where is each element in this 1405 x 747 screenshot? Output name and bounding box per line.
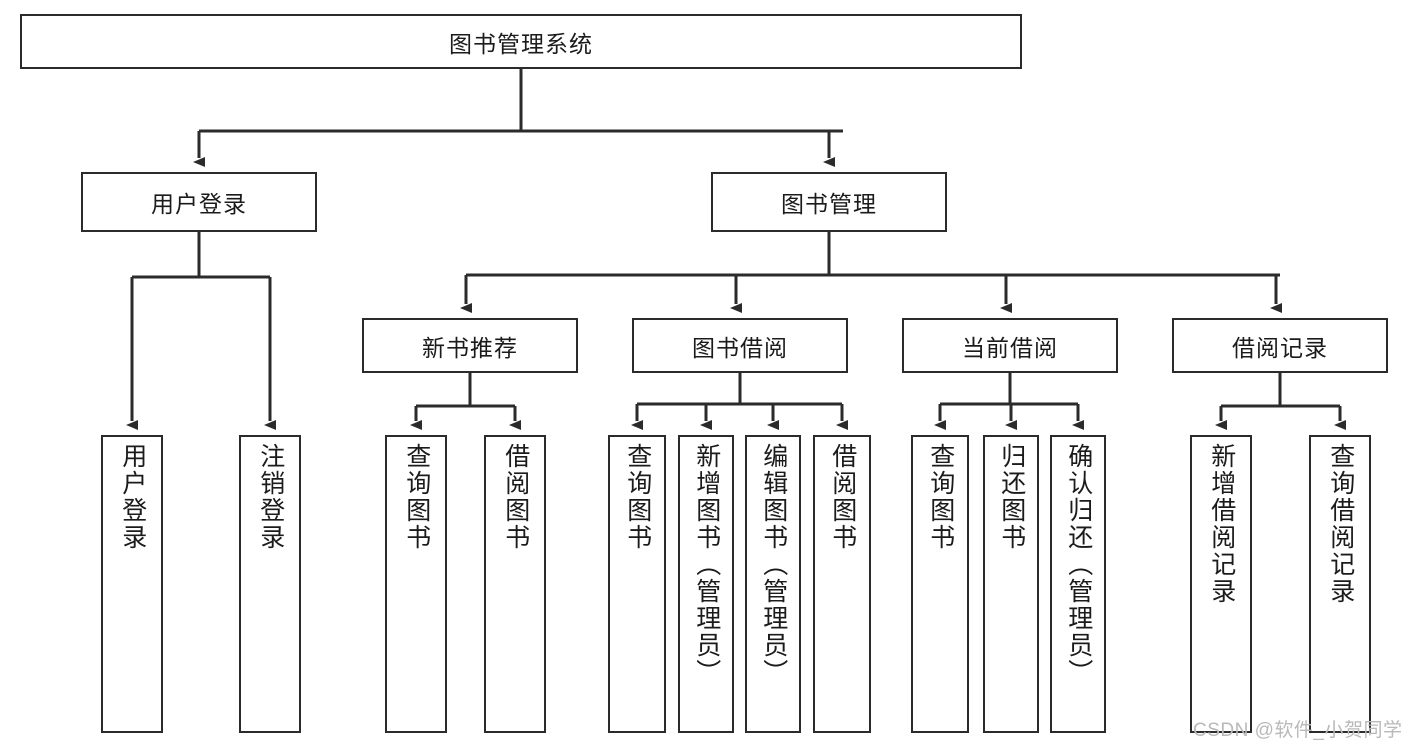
node-book-borrow-label: 图书借阅	[692, 334, 788, 361]
leaf-edit-book-admin-label: 编辑图书（管理员）	[759, 443, 788, 686]
node-user-login[interactable]: 用户登录	[81, 172, 317, 232]
leaf-borrow-book-label: 借阅图书	[828, 443, 857, 551]
node-current-borrow[interactable]: 当前借阅	[902, 318, 1118, 373]
node-root[interactable]: 图书管理系统	[20, 14, 1022, 69]
node-new-book-recommend-label: 新书推荐	[422, 334, 518, 361]
node-new-book-recommend[interactable]: 新书推荐	[362, 318, 578, 373]
leaf-query-borrow-record[interactable]: 查询借阅记录	[1309, 435, 1371, 733]
leaf-confirm-return-admin[interactable]: 确认归还（管理员）	[1050, 435, 1106, 733]
leaf-borrow-book[interactable]: 借阅图书	[813, 435, 871, 733]
leaf-add-borrow-record[interactable]: 新增借阅记录	[1190, 435, 1252, 733]
node-current-borrow-label: 当前借阅	[962, 334, 1058, 361]
leaf-query-book-current-label: 查询图书	[926, 443, 955, 551]
leaf-user-login[interactable]: 用户登录	[101, 435, 163, 733]
node-user-login-label: 用户登录	[151, 191, 247, 217]
leaf-add-book-admin-label: 新增图书（管理员）	[692, 443, 721, 686]
leaf-add-book-admin[interactable]: 新增图书（管理员）	[678, 435, 734, 733]
leaf-user-login-label: 用户登录	[118, 443, 147, 551]
leaf-user-logout-label: 注销登录	[256, 443, 285, 551]
leaf-user-logout[interactable]: 注销登录	[239, 435, 301, 733]
watermark: CSDN @软件_小贺同学	[1193, 720, 1403, 741]
leaf-borrow-book-recommend-label: 借阅图书	[501, 443, 530, 551]
leaf-query-book-borrow-label: 查询图书	[623, 443, 652, 551]
node-borrow-record[interactable]: 借阅记录	[1172, 318, 1388, 373]
leaf-query-book-recommend-label: 查询图书	[402, 443, 431, 551]
node-book-management-label: 图书管理	[781, 191, 877, 217]
node-root-label: 图书管理系统	[449, 30, 593, 57]
leaf-confirm-return-admin-label: 确认归还（管理员）	[1064, 443, 1093, 686]
leaf-borrow-book-recommend[interactable]: 借阅图书	[484, 435, 546, 733]
leaf-add-borrow-record-label: 新增借阅记录	[1207, 443, 1236, 605]
leaf-query-book-current[interactable]: 查询图书	[911, 435, 969, 733]
leaf-query-borrow-record-label: 查询借阅记录	[1326, 443, 1355, 605]
leaf-return-book-label: 归还图书	[997, 443, 1026, 551]
leaf-edit-book-admin[interactable]: 编辑图书（管理员）	[745, 435, 801, 733]
node-borrow-record-label: 借阅记录	[1232, 334, 1328, 361]
leaf-query-book-borrow[interactable]: 查询图书	[608, 435, 666, 733]
leaf-return-book[interactable]: 归还图书	[983, 435, 1039, 733]
node-book-management[interactable]: 图书管理	[711, 172, 947, 232]
leaf-query-book-recommend[interactable]: 查询图书	[385, 435, 447, 733]
node-book-borrow[interactable]: 图书借阅	[632, 318, 848, 373]
